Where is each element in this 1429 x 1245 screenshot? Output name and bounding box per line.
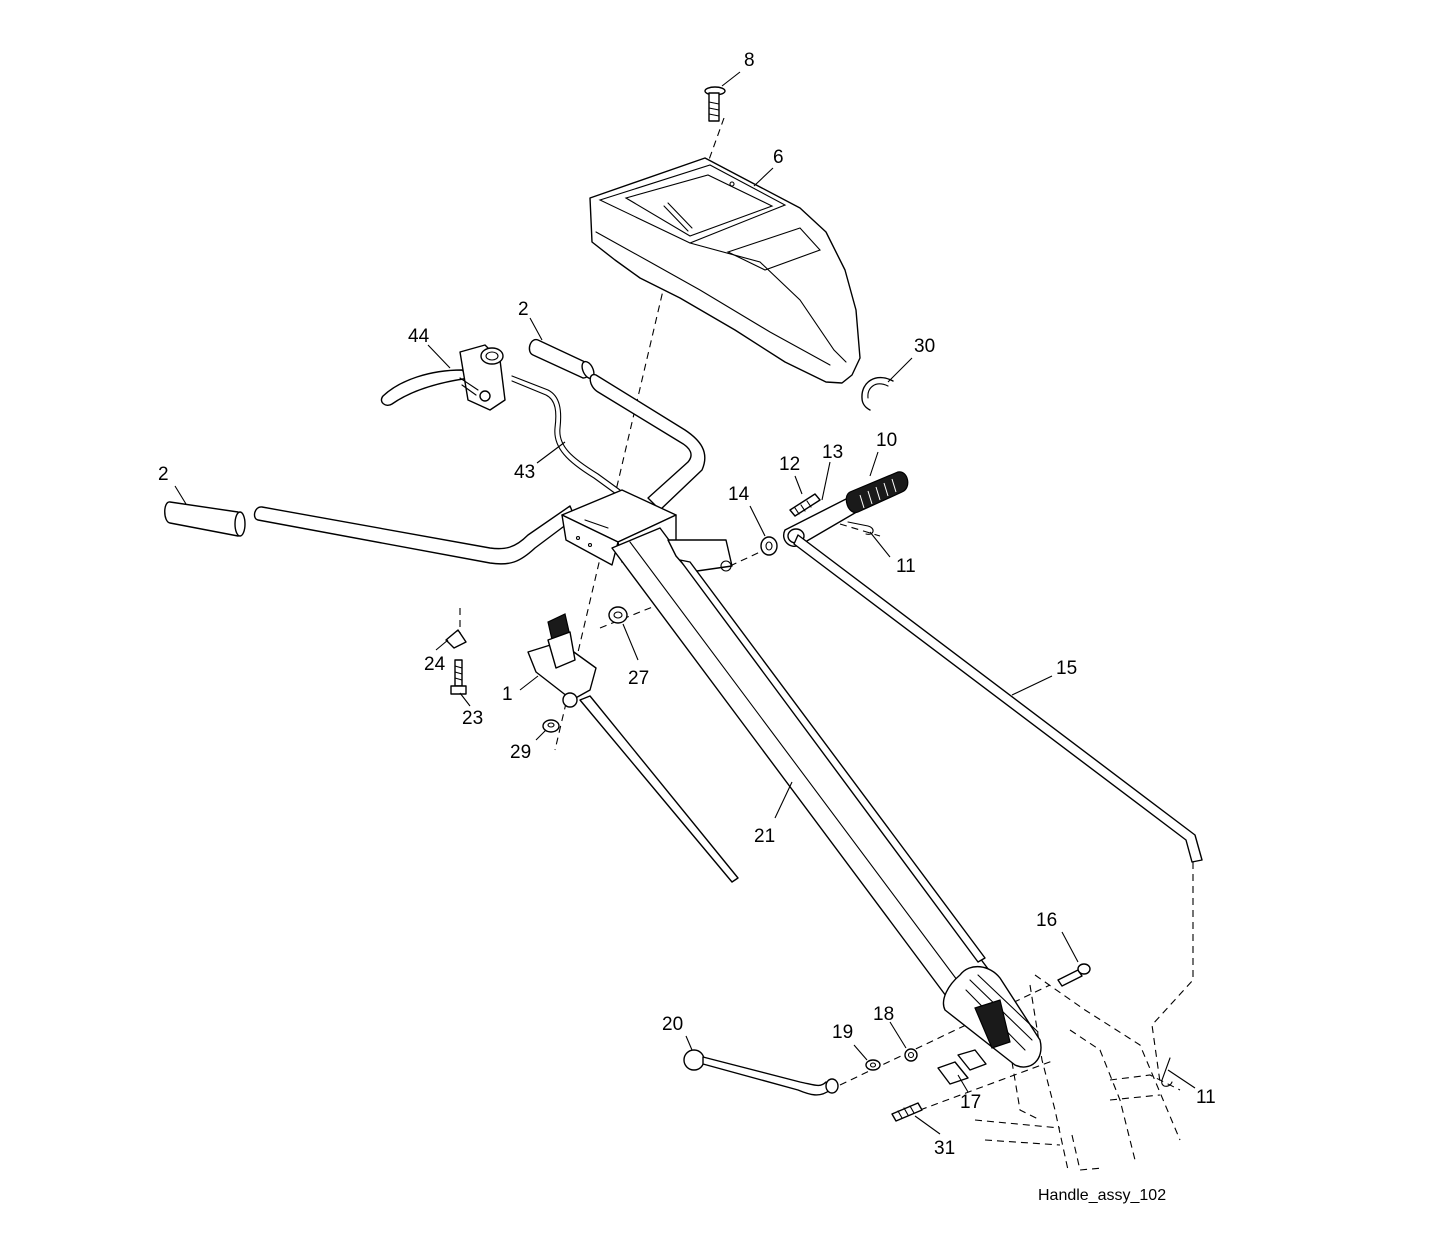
clip-part-24	[445, 629, 467, 649]
callout-10: 10	[876, 430, 897, 451]
bolt-part-31	[891, 1102, 923, 1122]
grip-part-10	[845, 471, 909, 514]
callout-29: 29	[510, 742, 531, 763]
hairpin-clip-part-11-upper	[847, 521, 874, 535]
grip-part-2-left	[164, 501, 246, 537]
shifter-bracket-part-1	[527, 613, 739, 883]
control-lever-part-44	[380, 344, 506, 411]
callout-27: 27	[628, 668, 649, 689]
callout-labels: 8 6 2 44 30 10 12 13 43 2 14 11 15 24 27…	[158, 50, 1216, 1159]
control-rod-part-15	[793, 534, 1203, 863]
callout-20: 20	[662, 1014, 683, 1035]
callout-8: 8	[744, 50, 755, 71]
pivot-plate	[942, 966, 1042, 1068]
callout-13: 13	[822, 442, 843, 463]
wedge-part-17	[937, 1049, 987, 1085]
handle-tube-part-21	[611, 527, 1001, 1009]
diagram-caption: Handle_assy_102	[1038, 1187, 1166, 1204]
callout-11-upper: 11	[896, 556, 916, 577]
callout-30: 30	[914, 336, 935, 357]
callout-14: 14	[728, 484, 750, 505]
callout-18: 18	[873, 1004, 894, 1025]
depth-rod-part-20	[683, 1049, 839, 1096]
callout-6: 6	[773, 147, 784, 168]
spacer-part-14	[760, 536, 778, 556]
callout-43: 43	[514, 462, 535, 483]
handlebar	[253, 373, 706, 565]
callout-23: 23	[462, 708, 483, 729]
nut-part-18	[904, 1048, 918, 1062]
washer-part-19	[865, 1059, 881, 1071]
callout-24: 24	[424, 654, 446, 675]
callout-12: 12	[779, 454, 800, 475]
leader-lines	[174, 71, 1196, 1135]
console-cover-part-6	[589, 157, 861, 384]
callout-2-left: 2	[158, 464, 169, 485]
nut-part-29	[542, 719, 560, 733]
callout-21: 21	[754, 826, 775, 847]
clip-part-30	[861, 376, 894, 411]
callout-1: 1	[502, 684, 513, 705]
pin-part-12	[789, 493, 821, 517]
callout-11-lower: 11	[1196, 1087, 1216, 1108]
bolt-part-16	[1057, 963, 1091, 987]
callout-44: 44	[408, 326, 430, 347]
nut-part-27	[608, 606, 628, 624]
cable-part-43	[511, 375, 621, 495]
grip-part-2-upper	[528, 338, 595, 380]
callout-15: 15	[1056, 658, 1077, 679]
hairpin-clip-part-11-lower	[1161, 1057, 1173, 1087]
lever-bracket-part-13	[783, 497, 861, 547]
callout-31: 31	[934, 1138, 955, 1159]
callout-2-upper: 2	[518, 299, 529, 320]
callout-17: 17	[960, 1092, 981, 1113]
bolt-part-23	[450, 659, 467, 695]
callout-16: 16	[1036, 910, 1057, 931]
callout-19: 19	[832, 1022, 853, 1043]
screw-part-8	[704, 86, 726, 122]
